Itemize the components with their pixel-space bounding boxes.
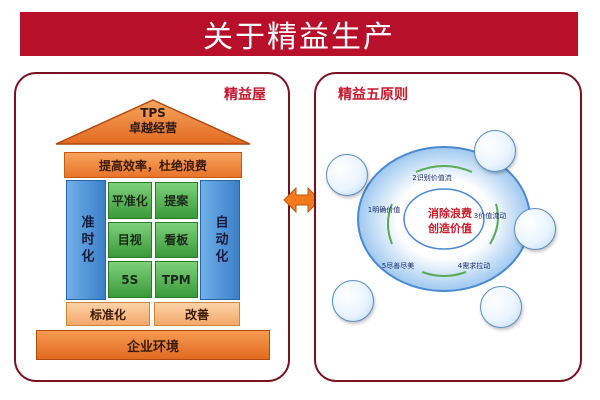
house-beam: 提高效率，杜绝浪费 [64,152,242,178]
base-standardization: 标准化 [66,302,150,326]
lean-house-title: 精益屋 [224,87,266,103]
five-principles-title: 精益五原则 [338,87,408,103]
roof-line-1: TPS [140,106,166,120]
house-roof [55,99,251,145]
principle-ring [357,146,531,292]
step-label: 1明确价值 [367,206,401,214]
step-label: 4需求拉动 [457,262,491,270]
grid-cell: 看板 [154,221,198,259]
principle-bubble [480,286,522,328]
principle-bubble [514,208,556,250]
house-foundation: 企业环境 [36,330,270,360]
roof-line-2: 卓越经营 [128,121,177,135]
grid-cell: 平准化 [108,182,152,219]
grid-cell: TPM [154,261,198,298]
pillar-jidoka: 自动化 [200,180,240,300]
principle-bubble [326,154,368,196]
base-improvement: 改善 [154,302,240,326]
roof-label: TPS 卓越经营 [54,106,252,136]
house-grid: 平准化 提案 目视 看板 5S TPM [106,180,200,300]
lean-house-panel: 精益屋 TPS 卓越经营 提高效率，杜绝浪费 准时化 平准化 提案 目视 看板 … [14,72,290,382]
center-principle: 消除浪费 创造价值 [415,206,485,236]
pillar-jit: 准时化 [66,180,106,300]
grid-cell: 5S [108,261,152,298]
page-banner: 关于精益生产 [20,12,578,56]
five-principles-panel: 精益五原则 消除浪费 创造价值 2识别价值流 3价值流动 4需求拉动 5尽善尽美… [314,72,582,382]
step-label: 5尽善尽美 [381,262,415,270]
principle-bubble [332,280,374,322]
center-line-1: 消除浪费 [428,207,472,220]
principle-bubble [474,130,516,172]
step-label: 2识别价值流 [412,174,452,182]
grid-cell: 提案 [154,182,198,219]
grid-cell: 目视 [108,221,152,259]
center-line-2: 创造价值 [428,222,472,235]
step-label: 3价值流动 [473,212,507,220]
